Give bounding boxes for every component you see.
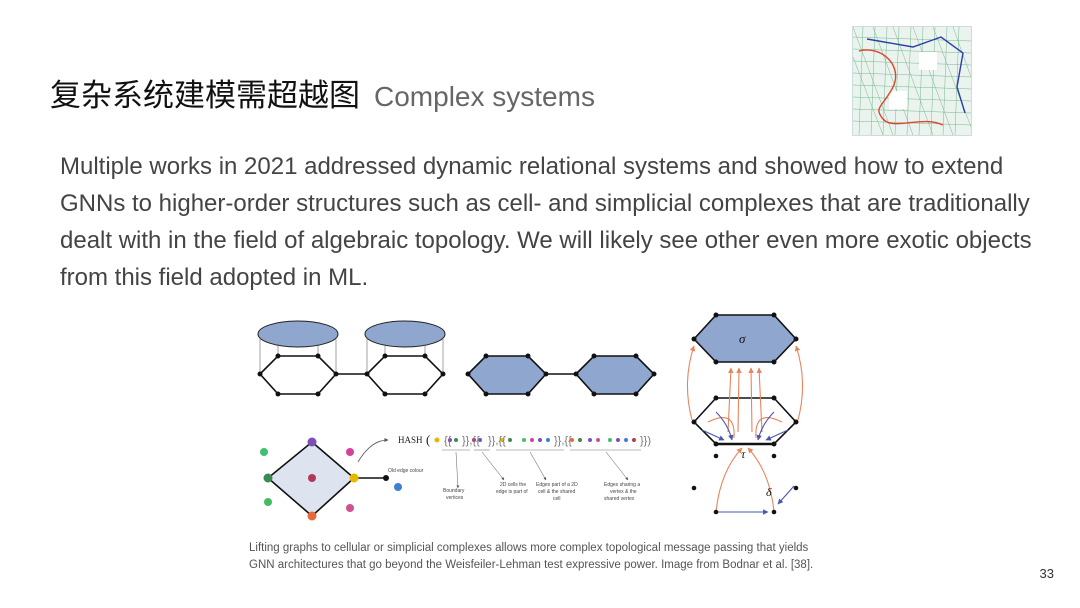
svg-text:(: ( bbox=[426, 432, 430, 447]
svg-text:edge is part of: edge is part of bbox=[496, 489, 528, 495]
svg-text:}},{{: }},{{ bbox=[462, 435, 480, 447]
svg-text:shared vertex: shared vertex bbox=[604, 496, 635, 502]
hash-expression: HASH ( {{ }},{{ }},{{ }},{{ }}) bbox=[388, 432, 651, 502]
svg-text:}},{{: }},{{ bbox=[554, 435, 572, 447]
svg-text:cell: cell bbox=[553, 496, 561, 502]
title-chinese: 复杂系统建模需超越图 bbox=[50, 78, 360, 114]
filled-cells-diagram bbox=[465, 353, 657, 397]
caption-line-2: GNN architectures that go beyond the Wei… bbox=[249, 559, 814, 571]
page-number: 33 bbox=[1039, 566, 1054, 581]
svg-text:HASH: HASH bbox=[398, 435, 423, 445]
svg-text:}}): }}) bbox=[640, 435, 651, 447]
svg-text:Old edge colour: Old edge colour bbox=[388, 468, 424, 474]
message-passing-diagram: σ τ bbox=[686, 312, 804, 515]
svg-text:cell & the shared: cell & the shared bbox=[538, 489, 575, 495]
svg-text:Boundary: Boundary bbox=[443, 488, 465, 494]
figure-caption: Lifting graphs to cellular or simplicial… bbox=[249, 540, 849, 574]
diamond-cell-diagram bbox=[260, 437, 402, 521]
svg-text:vertices: vertices bbox=[446, 495, 464, 501]
svg-text:{{: {{ bbox=[444, 435, 452, 447]
svg-text:vertex & the: vertex & the bbox=[610, 489, 637, 495]
slide-title: 复杂系统建模需超越图 Complex systems bbox=[50, 70, 595, 115]
lifted-cells-diagram bbox=[257, 320, 446, 397]
svg-text:Edges sharing a: Edges sharing a bbox=[604, 482, 640, 488]
body-paragraph: Multiple works in 2021 addressed dynamic… bbox=[60, 153, 1032, 291]
svg-text:2D cells the: 2D cells the bbox=[500, 482, 526, 488]
mesh-complex-image bbox=[852, 26, 972, 136]
svg-text:Edges part of a 2D: Edges part of a 2D bbox=[536, 482, 578, 488]
topology-figure: HASH ( {{ }},{{ }},{{ }},{{ }}) bbox=[257, 312, 804, 521]
svg-text:σ: σ bbox=[739, 331, 746, 346]
caption-line-1: Lifting graphs to cellular or simplicial… bbox=[249, 542, 809, 554]
svg-text:δ: δ bbox=[766, 485, 772, 499]
title-english: Complex systems bbox=[374, 81, 595, 112]
svg-text:τ: τ bbox=[741, 447, 746, 461]
svg-text:}},{{: }},{{ bbox=[488, 435, 506, 447]
